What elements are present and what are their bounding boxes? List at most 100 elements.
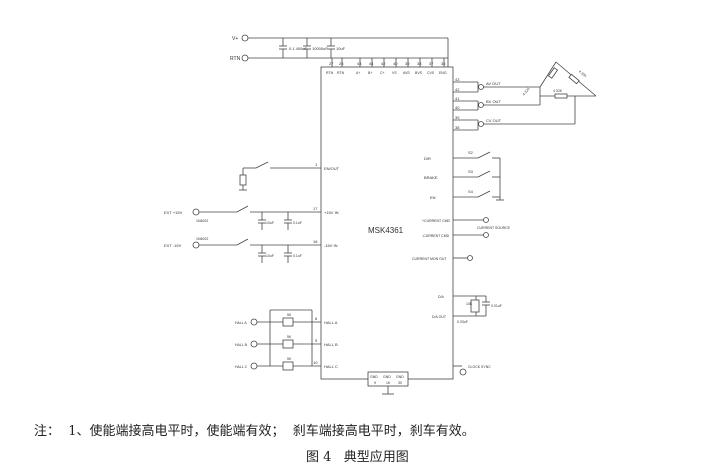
en-label: EN — [430, 195, 436, 200]
bus-cap-3-label: 10uF — [336, 46, 346, 51]
right-pin-num: 41 — [455, 96, 460, 101]
hall-c-pin-label: HALL C — [324, 364, 338, 369]
footnote: 注： 1、使能端接高电平时，使能端有效； 刹车端接高电平时，刹车有效。 — [34, 424, 475, 439]
top-pin-signal: CVS — [427, 71, 435, 75]
switch-s4-label: S4 — [468, 189, 474, 194]
da-section: 10K 0.01uF 0.33uF D/A D/A OUT CLOCK SYNC — [432, 295, 502, 376]
control-switches: S2 S3 S4 DIR BRAKE EN — [424, 150, 504, 201]
left-pin-num: 1 — [315, 162, 318, 167]
en-out-section: EN/OUT — [239, 161, 340, 191]
current-cmd-minus-label: -CURRENT CMD — [422, 234, 450, 238]
top-pin-num: 28 — [339, 61, 344, 66]
right-pin-num: 38 — [455, 125, 460, 130]
bus-cap-1-label: 0.1 400uF — [289, 46, 308, 51]
hall-c-label: HALL C — [235, 365, 248, 369]
current-source-label: CURRENT SOURCE — [477, 226, 511, 230]
bus-cap-2-label: 10000uF — [312, 46, 328, 51]
top-pin-signal: BVS — [415, 71, 423, 75]
top-pin-signal: AVS — [403, 71, 410, 75]
winding-2-label: 4.32K — [578, 69, 588, 78]
chip-name: MSK4361 — [368, 226, 404, 235]
cap-label-1: 10uF — [266, 221, 274, 225]
supply-inputs: EXT +15V EXT -15V 1N4002 1N4002 10uF 0.1… — [164, 205, 339, 263]
en-out-pin-label: EN/OUT — [324, 166, 340, 171]
top-pin-num: 44 — [369, 61, 374, 66]
top-pin-num: 40 — [393, 61, 398, 66]
current-mon-label: CURRENT MON OUT — [412, 257, 447, 261]
top-supply-bus: V+ RTN 0.1 400uF 10000uF 10uF — [230, 34, 449, 67]
hall-inputs: HALL A HALL B HALL C 5K 5K 5K HALL A HAL… — [235, 309, 338, 371]
a-out-label: AV OUT — [486, 81, 501, 86]
gnd-label: GND — [396, 375, 404, 379]
chip-right-pin-numbers: 43 42 41 40 39 38 — [455, 77, 460, 130]
hall-r2-label: 5K — [287, 335, 292, 339]
top-pin-signal: VS — [392, 71, 397, 75]
da-resistor-label: 10K — [466, 302, 473, 306]
hall-a-pin-label: HALL A — [324, 320, 338, 325]
da-label: D/A — [438, 295, 445, 299]
da-cap-label: 0.01uF — [491, 304, 502, 308]
top-pin-signal: RTN — [337, 71, 345, 75]
cap-label-3: 10uF — [266, 254, 274, 258]
ext-p15-label: EXT +15V — [164, 210, 183, 215]
hall-a-label: HALL A — [235, 321, 247, 325]
right-pin-num: 43 — [455, 77, 460, 82]
motor-outputs: AV OUT BV OUT CV OUT 4.32K 4.32K 4.32K — [453, 61, 597, 131]
left-pin-num: 17 — [313, 206, 318, 211]
c-out-label: CV OUT — [486, 118, 502, 123]
b-out-label: BV OUT — [486, 99, 501, 104]
da-cap2-label: 0.33uF — [457, 320, 468, 324]
gnd-pin-num: 9 — [374, 381, 376, 385]
chip-body — [320, 66, 454, 380]
gnd-label: GND — [383, 375, 391, 379]
current-section: CURRENT SOURCE +CURRENT CMD -CURRENT CMD… — [412, 217, 511, 261]
switch-s2-label: S2 — [468, 150, 474, 155]
cap-label-2: 0.1uF — [293, 221, 302, 225]
cap-label-4: 0.1uF — [293, 254, 302, 258]
hall-b-label: HALL B — [235, 343, 248, 347]
right-pin-num: 42 — [455, 87, 460, 92]
top-pin-signal: A+ — [356, 71, 360, 75]
top-pin-num: 43 — [357, 61, 362, 66]
left-pin-num: 8 — [315, 316, 318, 321]
gnd-pin-num: 30 — [398, 381, 402, 385]
hall-b-pin-label: HALL B — [324, 342, 338, 347]
figure-caption: 图 4 典型应用图 — [306, 450, 409, 465]
chip-left-pin-numbers: 1 17 18 8 9 10 — [313, 162, 318, 365]
da-out-label: D/A OUT — [432, 315, 447, 319]
bottom-gnd-pins: GND GND GND 9 16 30 — [367, 371, 409, 395]
brake-label: BRAKE — [424, 175, 438, 180]
ext-m15-label: EXT -15V — [164, 243, 182, 248]
current-cmd-plus-label: +CURRENT CMD — [422, 219, 451, 223]
gnd-label: GND — [370, 375, 378, 379]
top-pin-signal: ENG — [439, 71, 447, 75]
rtn-label: RTN — [230, 56, 241, 62]
osc-label: CLOCK SYNC — [468, 365, 491, 369]
hall-r1-label: 5K — [287, 313, 292, 317]
switch-s3-label: S3 — [468, 169, 474, 174]
top-pin-signal: RTN — [326, 71, 334, 75]
top-pin-num: 36 — [441, 61, 446, 66]
top-pin-num: 27 — [329, 61, 334, 66]
dir-label: DIR — [424, 156, 431, 161]
right-pin-num: 39 — [455, 115, 460, 120]
top-pin-signal: B+ — [368, 71, 372, 75]
hall-r3-label: 5K — [287, 357, 292, 361]
right-pin-num: 40 — [455, 105, 460, 110]
schematic-diagram: MSK4361 V+ RTN 0.1 400uF 10000uF 10uF — [164, 34, 597, 395]
diode-bottom-label: 1N4002 — [196, 237, 208, 241]
winding-3-label: 4.32K — [553, 89, 563, 93]
top-pin-signal: C+ — [380, 71, 385, 75]
left-pin-num: 18 — [313, 239, 318, 244]
top-pin-num: 42 — [381, 61, 386, 66]
vplus-label: V+ — [232, 36, 238, 42]
left-pin-num: 9 — [315, 338, 318, 343]
top-pin-num: 38 — [417, 61, 422, 66]
diode-top-label: 1N4002 — [196, 219, 208, 223]
gnd-pin-num: 16 — [386, 381, 390, 385]
top-pin-num: 37 — [429, 61, 434, 66]
chip-top-pins: 27 28 43 44 42 40 39 38 37 36 RTN RTN A+… — [326, 61, 447, 75]
m15-pin-label: -15V IN — [324, 243, 338, 248]
top-pin-num: 39 — [405, 61, 410, 66]
winding-1-label: 4.32K — [522, 86, 531, 96]
